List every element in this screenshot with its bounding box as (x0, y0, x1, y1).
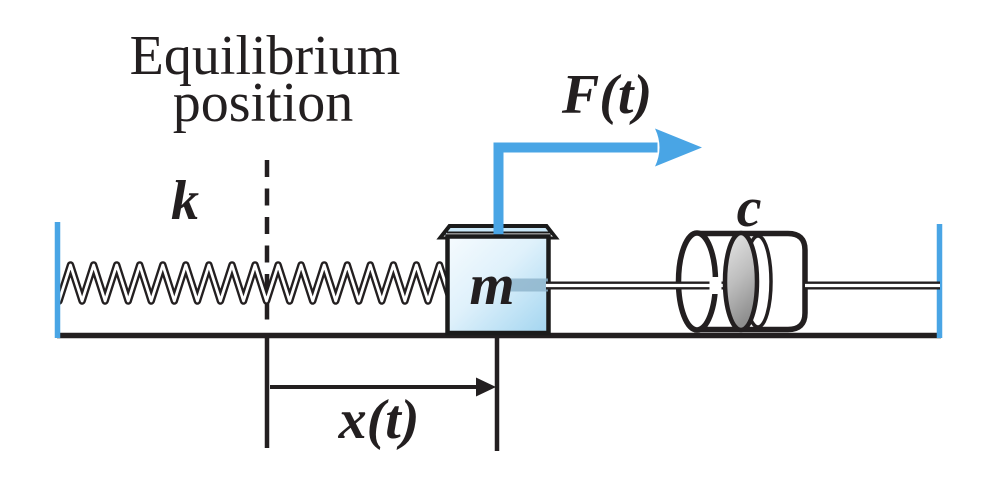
equilibrium-label-line2: position (173, 72, 353, 134)
displacement-arrow (270, 377, 496, 397)
spring-constant-label: k (171, 170, 199, 232)
equilibrium-label-line1: Equilibrium (130, 25, 401, 87)
damper-piston-disc (722, 230, 760, 333)
force-label: F(t) (561, 64, 652, 126)
force-arrow (493, 128, 702, 238)
damping-coefficient-label: c (737, 177, 762, 239)
rod-gap (709, 277, 722, 294)
mass-block (436, 128, 702, 336)
displacement-label: x(t) (338, 389, 420, 451)
mass-label: m (469, 252, 514, 317)
force-arrowhead (655, 128, 702, 167)
rod-through-mass-overlay (507, 278, 548, 292)
spring-coil (55, 261, 455, 305)
piston-rod-left (546, 277, 728, 294)
